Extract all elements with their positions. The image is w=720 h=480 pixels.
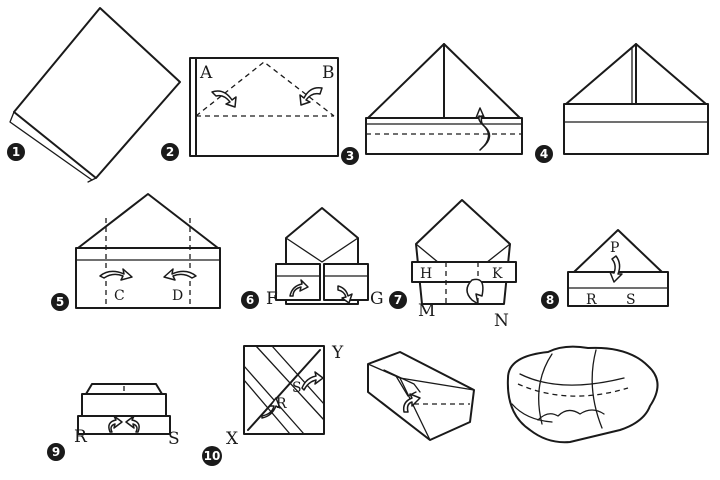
step-6-label-f: F — [266, 289, 278, 309]
step-9-label-r: R — [74, 427, 88, 447]
step-4-number: 4 — [540, 147, 548, 161]
step-8-label-r: R — [586, 292, 597, 308]
step-4-figure: 4 — [535, 43, 709, 163]
step-12-figure — [506, 345, 659, 444]
step-6-figure: F G 6 — [241, 207, 384, 309]
step-9-number-badge: 9 — [47, 443, 65, 461]
step-7-label-m: M — [418, 301, 435, 321]
step-2-number: 2 — [166, 145, 174, 159]
step-2-figure: A B 2 — [161, 57, 339, 161]
step-6-label-g: G — [370, 289, 384, 309]
step-5-label-c: C — [114, 288, 125, 304]
step-7-number: 7 — [394, 293, 402, 307]
step-2-number-badge: 2 — [161, 143, 179, 161]
step-3-number: 3 — [346, 149, 354, 163]
step-7-figure: H K M N 7 — [389, 199, 517, 331]
step-8-figure: P R S 8 — [541, 229, 669, 309]
step-10-number-badge: 10 — [202, 446, 222, 466]
step-1-number-badge: 1 — [7, 143, 25, 161]
step-7-label-k: K — [492, 266, 503, 282]
step-3-number-badge: 3 — [341, 147, 359, 165]
step-2-label-b: B — [322, 63, 335, 83]
step-10-label-y: Y — [331, 343, 344, 363]
step-10-number: 10 — [204, 449, 221, 463]
step-3-figure: 3 — [341, 43, 523, 165]
step-11-figure — [367, 351, 475, 441]
step-4-number-badge: 4 — [535, 145, 553, 163]
step-5-figure: C D 5 — [51, 193, 221, 311]
step-1-figure: 1 — [7, 7, 181, 183]
step-6-number: 6 — [246, 293, 254, 307]
step-5-number: 5 — [56, 295, 64, 309]
step-8-label-s: S — [626, 292, 636, 308]
step-5-label-d: D — [172, 288, 183, 304]
step-10-figure: X Y R S 10 — [202, 343, 344, 466]
step-8-label-p: P — [610, 240, 619, 256]
step-8-number: 8 — [546, 293, 554, 307]
step-9-number: 9 — [52, 445, 60, 459]
step-8-number-badge: 8 — [541, 291, 559, 309]
step-9-figure: R S 9 — [47, 383, 180, 461]
step-2-label-a: A — [199, 63, 213, 83]
step-10-label-r: R — [276, 396, 287, 412]
step-10-label-s: S — [292, 380, 302, 396]
step-7-number-badge: 7 — [389, 291, 407, 309]
step-5-number-badge: 5 — [51, 293, 69, 311]
step-9-label-s: S — [168, 429, 180, 449]
step-1-number: 1 — [12, 145, 20, 159]
step-10-label-x: X — [226, 429, 239, 449]
step-7-label-h: H — [420, 266, 432, 282]
step-6-number-badge: 6 — [241, 291, 259, 309]
step-7-label-n: N — [494, 311, 509, 331]
